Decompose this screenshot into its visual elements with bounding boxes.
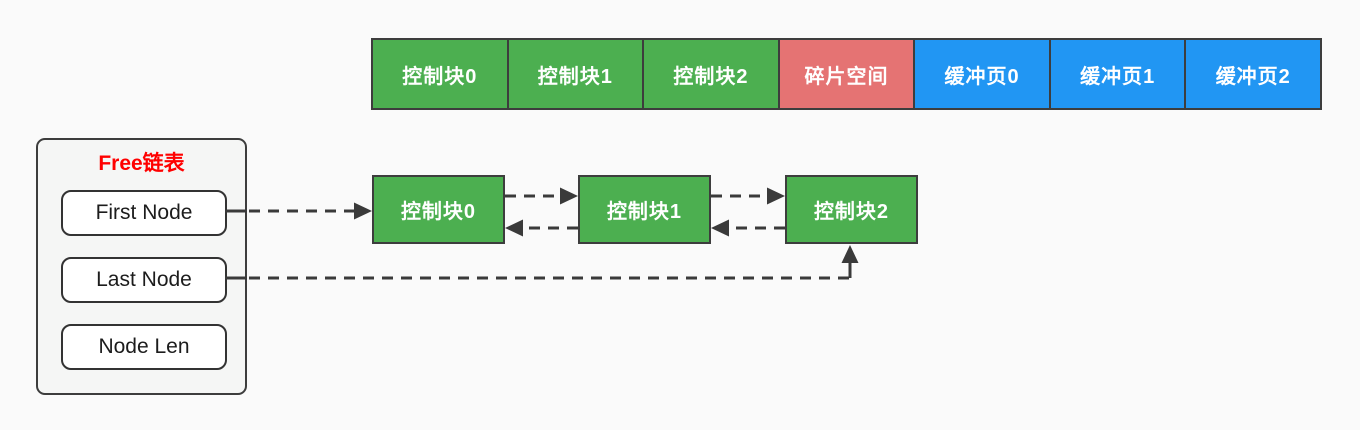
free-list-field-last-node: Last Node [61, 257, 227, 303]
arrow-control-block-2-prev [711, 219, 785, 237]
memory-cell-control-block-0: 控制块0 [371, 38, 509, 110]
memory-cell-buffer-page-0: 缓冲页0 [913, 38, 1051, 110]
arrow-first-node-to-control-block-0 [225, 202, 372, 220]
arrow-control-block-0-next [505, 187, 578, 205]
free-list-field-node-len: Node Len [61, 324, 227, 370]
node-control-block-2: 控制块2 [785, 175, 918, 244]
memory-cell-control-block-2: 控制块2 [642, 38, 780, 110]
free-list-panel: Free链表 First Node Last Node Node Len [36, 138, 247, 395]
arrow-control-block-1-next [711, 187, 785, 205]
arrow-last-node-to-control-block-2 [225, 245, 859, 280]
memory-row: 控制块0 控制块1 控制块2 碎片空间 缓冲页0 缓冲页1 缓冲页2 [371, 38, 1323, 110]
free-list-title: Free链表 [98, 152, 185, 175]
memory-cell-buffer-page-2: 缓冲页2 [1184, 38, 1323, 110]
free-list-field-first-node: First Node [61, 190, 227, 236]
node-control-block-0: 控制块0 [372, 175, 505, 244]
node-control-block-1: 控制块1 [578, 175, 711, 244]
arrow-control-block-1-prev [505, 219, 578, 237]
memory-cell-fragment-space: 碎片空间 [777, 38, 916, 110]
memory-cell-control-block-1: 控制块1 [506, 38, 645, 110]
memory-cell-buffer-page-1: 缓冲页1 [1048, 38, 1187, 110]
